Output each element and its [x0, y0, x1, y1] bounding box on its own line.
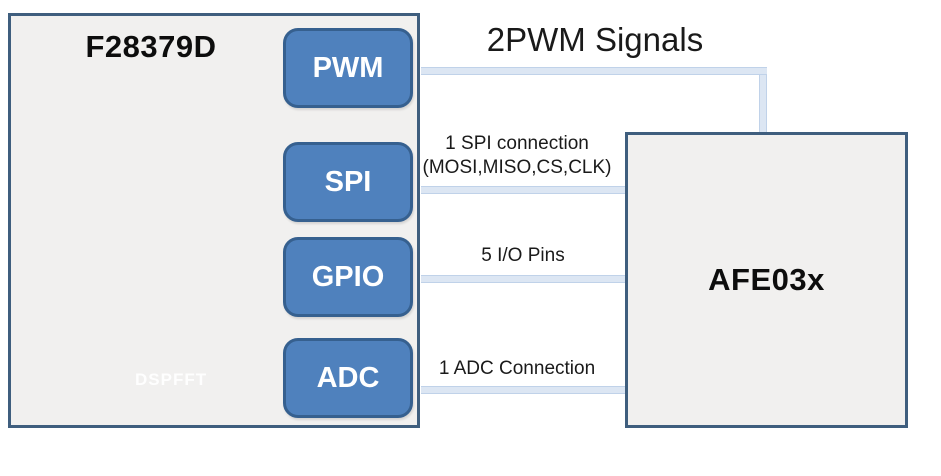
pwm-connector-line [421, 67, 767, 75]
pwm-connector-vertical-segment [759, 68, 767, 132]
adc-connector-line [421, 386, 625, 394]
spi-connection-label: 1 SPI connection (MOSI,MISO,CS,CLK) [403, 132, 631, 180]
dspfft-watermark: DSPFFT [135, 370, 208, 389]
adc-connection-label: 1 ADC Connection [438, 358, 596, 379]
f28379d-block: F28379D DSPFFT PWM SPI GPIO ADC [8, 13, 420, 428]
module-adc: ADC [283, 338, 413, 418]
f28379d-block-title: F28379D [85, 29, 217, 64]
afe03x-block-title: AFE03x [708, 262, 825, 297]
spi-connection-label-line2: (MOSI,MISO,CS,CLK) [422, 157, 612, 178]
gpio-connector-line [421, 275, 625, 283]
module-spi: SPI [283, 142, 413, 222]
gpio-connection-label: 5 I/O Pins [481, 245, 565, 266]
module-pwm: PWM [283, 28, 413, 108]
module-gpio: GPIO [283, 237, 413, 317]
spi-connection-label-line1: 1 SPI connection [445, 133, 589, 154]
afe03x-block: AFE03x [625, 132, 908, 428]
spi-connector-line [421, 186, 625, 194]
pwm-connection-label: 2PWM Signals [486, 21, 704, 58]
